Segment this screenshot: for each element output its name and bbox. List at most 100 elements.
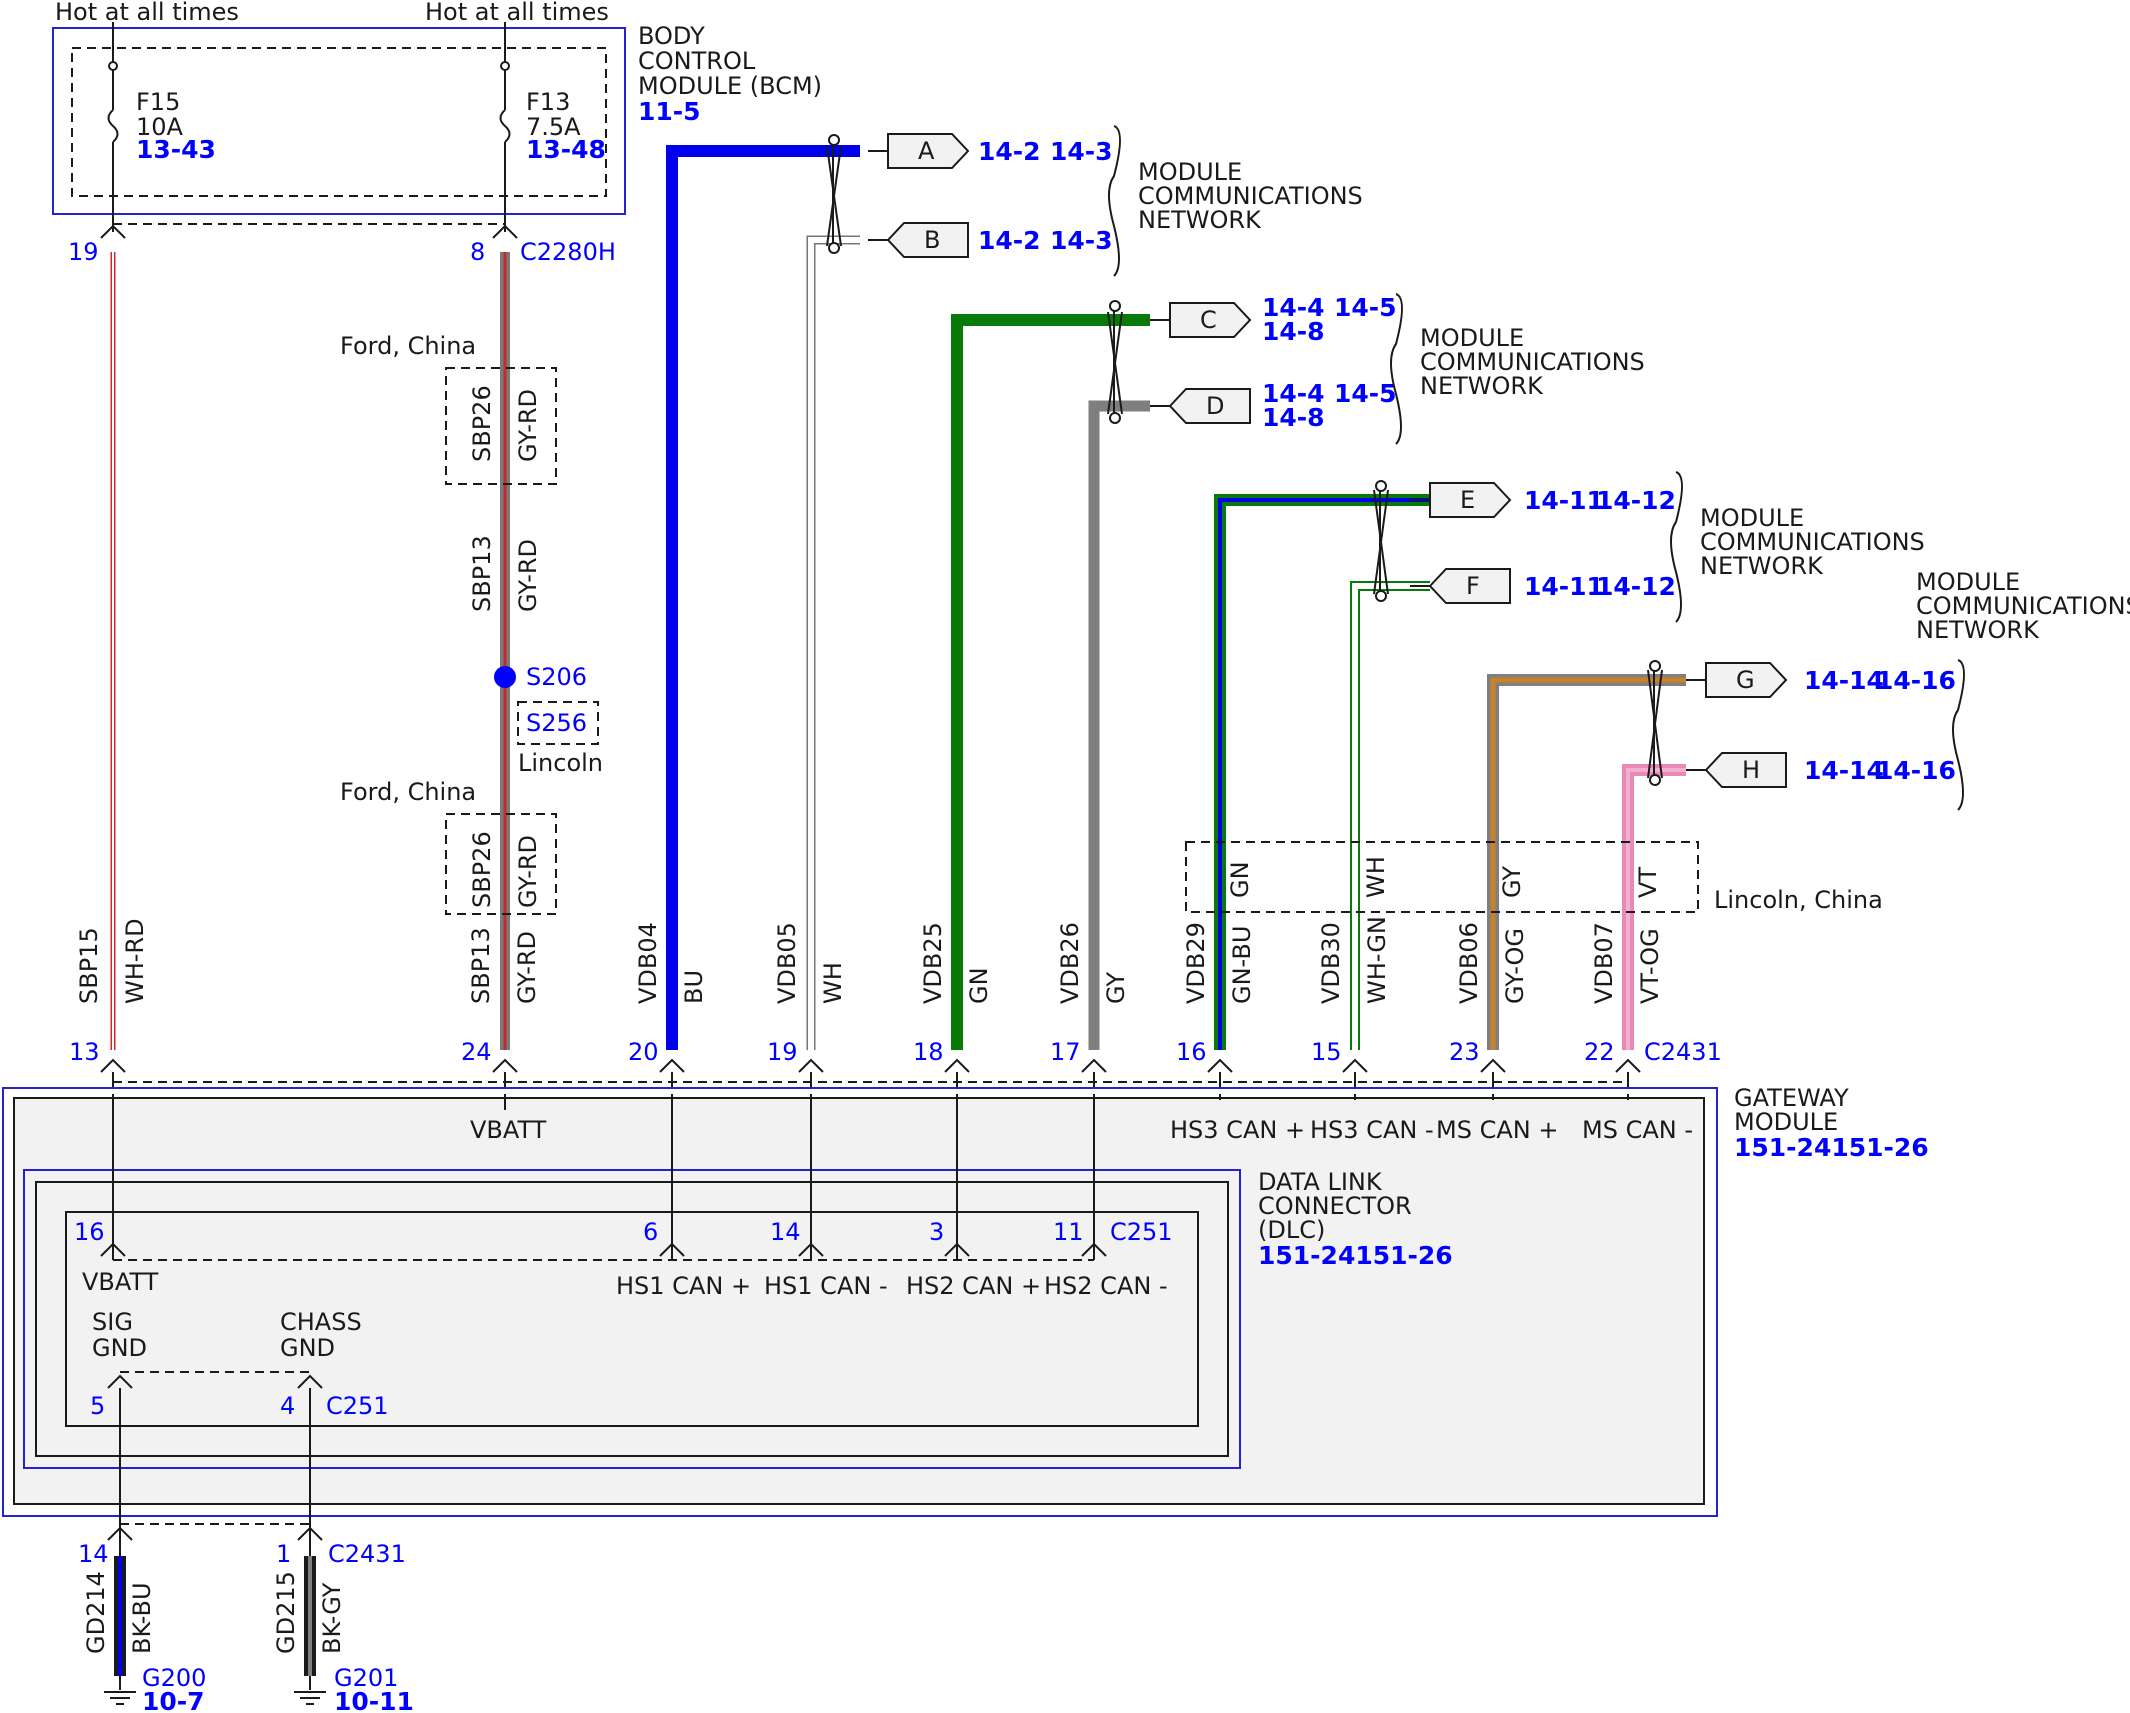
- network-ref[interactable]: 14-3: [1050, 226, 1113, 255]
- wire-circuit-label: VDB26: [1056, 922, 1084, 1004]
- network-tag-label: E: [1460, 486, 1475, 514]
- connector-pin-icon: [1480, 1058, 1506, 1073]
- network-ref[interactable]: 14-11: [1524, 486, 1604, 515]
- network-ref[interactable]: 14-4: [1262, 293, 1325, 322]
- network-tag-c[interactable]: [1169, 302, 1252, 338]
- network-tag-label: D: [1206, 392, 1224, 420]
- s256-label[interactable]: S256: [526, 709, 587, 737]
- wire-vdb05: [806, 235, 860, 1050]
- bcm-fuse-box: [71, 47, 607, 197]
- bkgy-label: BK-GY: [318, 1582, 346, 1654]
- connector-pin-icon: [659, 1058, 685, 1073]
- s206-label[interactable]: S206: [526, 663, 587, 691]
- wire-pin-number: 22: [1584, 1038, 1615, 1066]
- network-tag-label: B: [924, 226, 940, 254]
- c2431-bottom-label: C2431: [328, 1540, 406, 1568]
- bcm-outline: [52, 27, 626, 215]
- network-tag-e[interactable]: [1429, 482, 1512, 518]
- dlc-sig: SIG: [92, 1308, 133, 1336]
- network-tag-label: F: [1466, 572, 1480, 600]
- connector-pin-icon: [100, 1058, 126, 1073]
- bcm-ref[interactable]: 11-5: [638, 97, 701, 126]
- wire-vdb25: [951, 314, 1150, 1050]
- splice-pack-1: [445, 367, 557, 485]
- gw-hs3-pos: HS3 CAN +: [1170, 1116, 1305, 1144]
- hot-label-left: Hot at all times: [55, 0, 239, 26]
- dlc-title-1: DATA LINK: [1258, 1168, 1383, 1196]
- brace-icon: [1108, 125, 1121, 277]
- connector-pin-icon: [100, 224, 126, 239]
- mcn-label-1b: COMMUNICATIONS: [1138, 182, 1363, 210]
- connector-pin-icon: [1081, 1242, 1107, 1257]
- fuse-f15-icon: [107, 109, 119, 143]
- network-tag-label: C: [1200, 306, 1217, 334]
- network-ref[interactable]: 14-14: [1804, 666, 1884, 695]
- bcm-title-1: BODY: [638, 22, 705, 50]
- gd214-label: GD214: [82, 1571, 110, 1654]
- network-tag-h[interactable]: [1704, 752, 1787, 788]
- dlc-vbatt: VBATT: [82, 1268, 159, 1296]
- wire-color-label: GY-RD: [513, 931, 541, 1004]
- fuse-f15-ref[interactable]: 13-43: [136, 135, 216, 164]
- network-ref[interactable]: 14-2: [978, 137, 1041, 166]
- g200-ref[interactable]: 10-7: [142, 1687, 205, 1713]
- network-ref[interactable]: 14-2: [978, 226, 1041, 255]
- network-ref[interactable]: 14-12: [1596, 572, 1676, 601]
- wire-pin-number: 18: [913, 1038, 944, 1066]
- c2431-top-label: C2431: [1644, 1038, 1722, 1066]
- sbp13-label-a: SBP13: [468, 535, 496, 612]
- wire-color-label: WH-GN: [1363, 916, 1391, 1004]
- wire-pin-number: 24: [461, 1038, 492, 1066]
- ground-icon: [294, 1691, 326, 1705]
- network-ref[interactable]: 14-8: [1262, 317, 1325, 346]
- network-tag-g[interactable]: [1705, 662, 1788, 698]
- c2280h-label: C2280H: [520, 238, 616, 266]
- network-ref[interactable]: 14-14: [1804, 756, 1884, 785]
- network-ref[interactable]: 14-16: [1876, 756, 1956, 785]
- network-tag-label: A: [918, 137, 935, 165]
- connector-pin-icon: [1342, 1058, 1368, 1073]
- wire-pin-number: 16: [1176, 1038, 1207, 1066]
- gw-vbatt: VBATT: [470, 1116, 547, 1144]
- wire-circuit-label: VDB06: [1455, 922, 1483, 1004]
- network-tag-f[interactable]: [1428, 568, 1511, 604]
- g201-ref[interactable]: 10-11: [334, 1687, 414, 1713]
- network-ref[interactable]: 14-11: [1524, 572, 1604, 601]
- connector-pin-icon: [798, 1058, 824, 1073]
- wire-circuit-label: SBP15: [75, 927, 103, 1004]
- wire-pin-number: 17: [1050, 1038, 1081, 1066]
- dlc-ref[interactable]: 151-24151-26: [1258, 1241, 1453, 1270]
- network-ref[interactable]: 14-8: [1262, 403, 1325, 432]
- network-ref[interactable]: 14-16: [1876, 666, 1956, 695]
- lincoln-china-label: Lincoln, China: [1714, 886, 1883, 914]
- network-ref[interactable]: 14-12: [1596, 486, 1676, 515]
- network-tag-label: H: [1742, 756, 1760, 784]
- fuse-f13-ref[interactable]: 13-48: [526, 135, 606, 164]
- gd215-label: GD215: [272, 1571, 300, 1654]
- wire-color-label: GN-BU: [1228, 926, 1256, 1004]
- network-ref[interactable]: 14-4: [1262, 379, 1325, 408]
- ford-china-label-1: Ford, China: [340, 332, 476, 360]
- network-ref[interactable]: 14-5: [1334, 293, 1397, 322]
- network-tag-a[interactable]: [887, 133, 970, 169]
- network-ref[interactable]: 14-5: [1334, 379, 1397, 408]
- wire-color-label: WH: [819, 962, 847, 1004]
- network-ref[interactable]: 14-3: [1050, 137, 1113, 166]
- wire-color-label: VT-OG: [1636, 928, 1664, 1004]
- gyrd-label-c: GY-RD: [514, 835, 542, 908]
- network-tag-b[interactable]: [886, 222, 969, 258]
- gw-ms-neg: MS CAN -: [1582, 1116, 1693, 1144]
- wire-vdb26: [1088, 400, 1150, 1050]
- brace-icon: [1670, 471, 1683, 623]
- wire-circuit-label: VDB30: [1317, 922, 1345, 1004]
- gateway-title-2: MODULE: [1734, 1108, 1838, 1136]
- connector-pin-icon: [659, 1242, 685, 1257]
- connector-pin-icon: [944, 1242, 970, 1257]
- dlc-hs2-neg: HS2 CAN -: [1044, 1272, 1168, 1300]
- lc-code-vt: VT: [1634, 867, 1662, 898]
- c251-top-label: C251: [1110, 1218, 1173, 1246]
- connector-pin-icon: [1615, 1058, 1641, 1073]
- network-tag-d[interactable]: [1168, 388, 1251, 424]
- gateway-ref[interactable]: 151-24151-26: [1734, 1133, 1929, 1162]
- wire-color-label: WH-RD: [121, 918, 149, 1004]
